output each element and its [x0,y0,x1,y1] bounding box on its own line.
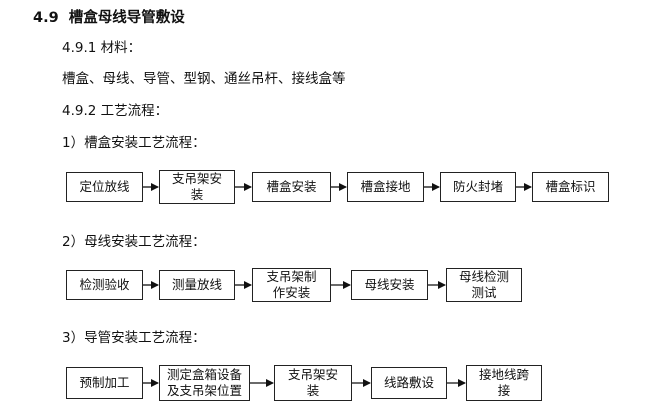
flow-step-line: 定位放线 [79,179,130,194]
flow-step-label: 槽盒接地 [360,179,410,195]
flow-step-busbar-5: 母线检测测试 [446,268,522,302]
flow-step-line: 支吊架安 [171,171,222,186]
flow-step-label: 预制加工 [79,375,129,391]
flow-step-label: 支吊架安装 [288,367,338,399]
flow-step-line: 测试 [471,285,497,300]
flow-step-line: 支吊架安 [287,367,338,382]
flow-step-line: 测量放线 [171,277,222,292]
subsection-title: 工艺流程： [100,103,169,119]
flow-step-line: 接地线跨 [478,367,529,382]
flow-step-label: 定位放线 [79,179,129,195]
flow-step-trunking-1: 定位放线 [66,172,143,202]
section-title: 槽盒母线导管敷设 [68,10,185,26]
flow-step-line: 作安装 [272,285,311,300]
section-number: 4.9 [33,10,59,26]
flow-step-label: 槽盒标识 [545,179,595,195]
flow-step-trunking-3: 槽盒安装 [252,172,331,202]
flow-step-busbar-4: 母线安装 [351,270,428,300]
flow-step-label: 测定盒箱设备及支吊架位置 [167,367,242,399]
flow-step-line: 装 [306,383,320,398]
flow-step-busbar-1: 检测验收 [66,270,143,300]
flow-step-line: 预制加工 [79,375,130,390]
subsection-title: 材料： [100,40,142,56]
flow-step-trunking-4: 槽盒接地 [347,172,424,202]
flow-step-line: 线路敷设 [383,375,434,390]
flow-step-line: 装 [190,187,204,202]
flow-step-conduit-5: 接地线跨接 [466,365,542,401]
flow-step-line: 接 [497,383,511,398]
flow-step-conduit-2: 测定盒箱设备及支吊架位置 [159,365,250,401]
flow-step-label: 槽盒安装 [266,179,316,195]
flow-step-label: 支吊架制作安装 [266,269,316,301]
flow-label-busbar: 2）母线安装工艺流程： [62,234,206,250]
subsection-process-heading: 4.9.2 工艺流程： [62,99,168,119]
flow-step-line: 检测验收 [79,277,130,292]
flow-step-line: 槽盒接地 [360,179,411,194]
flow-step-trunking-5: 防火封堵 [440,172,516,202]
flow-label-conduit: 3）导管安装工艺流程： [62,330,206,346]
flow-step-line: 母线安装 [364,277,415,292]
subsection-number: 4.9.2 [62,103,97,119]
flow-step-busbar-2: 测量放线 [159,270,235,300]
flow-step-line: 母线检测 [458,269,509,284]
flow-step-trunking-6: 槽盒标识 [532,172,609,202]
flow-step-label: 接地线跨接 [479,367,529,399]
flow-label-trunking: 1）槽盒安装工艺流程： [62,135,206,151]
flow-step-conduit-1: 预制加工 [66,367,143,399]
flow-step-label: 线路敷设 [384,375,434,391]
flow-step-line: 槽盒标识 [545,179,596,194]
flow-step-conduit-3: 支吊架安装 [274,365,352,401]
flow-step-label: 防火封堵 [453,179,503,195]
flow-step-line: 支吊架制 [266,269,317,284]
flow-step-trunking-2: 支吊架安装 [159,170,235,204]
flow-step-label: 支吊架安装 [172,171,222,203]
flow-step-label: 母线检测测试 [459,269,509,301]
section-heading: 4.9 槽盒母线导管敷设 [33,6,185,27]
flow-step-line: 测定盒箱设备 [166,367,242,382]
subsection-materials-heading: 4.9.1 材料： [62,36,141,56]
flow-step-label: 检测验收 [79,277,129,293]
materials-list: 槽盒、母线、导管、型钢、通丝吊杆、接线盒等 [62,71,346,87]
flow-step-label: 母线安装 [364,277,414,293]
flow-step-conduit-4: 线路敷设 [371,367,447,399]
flow-step-line: 及支吊架位置 [166,383,242,398]
flow-step-line: 槽盒安装 [266,179,317,194]
subsection-number: 4.9.1 [62,40,97,56]
flow-step-line: 防火封堵 [452,179,503,194]
flow-step-label: 测量放线 [172,277,222,293]
flow-step-busbar-3: 支吊架制作安装 [252,268,331,302]
